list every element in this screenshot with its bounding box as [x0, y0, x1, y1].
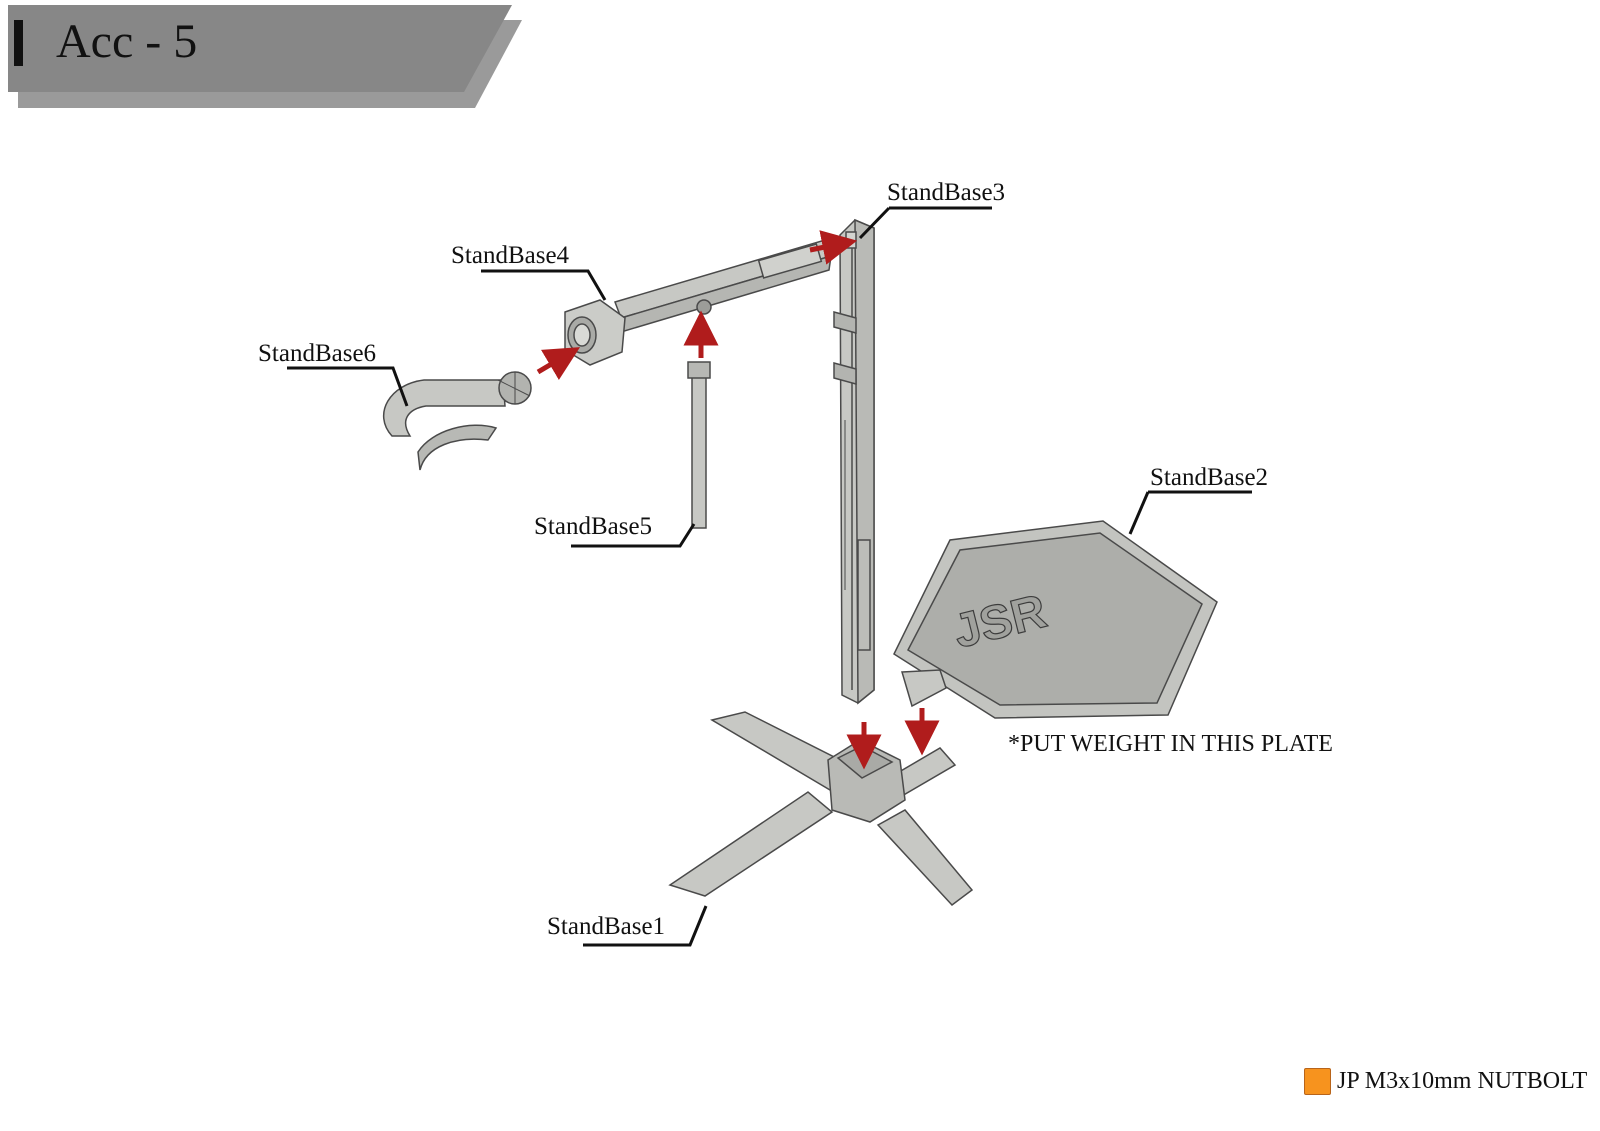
- standbase6-clamp: [382, 371, 532, 471]
- label-standbase1: StandBase1: [547, 913, 666, 940]
- label-standbase4: StandBase4: [451, 242, 570, 269]
- header-banner: [8, 5, 522, 108]
- label-standbase5: StandBase5: [534, 513, 653, 540]
- assembly-arrows: [536, 230, 940, 770]
- plate-weight-note: *PUT WEIGHT IN THIS PLATE: [1008, 731, 1333, 757]
- standbase1-base: [668, 711, 974, 907]
- leader-lines: [287, 206, 1252, 947]
- arrow-standbase6-to-4: [536, 347, 581, 380]
- page-title: Acc - 5: [56, 15, 198, 68]
- label-standbase3: StandBase3: [887, 179, 1006, 206]
- legend: JP M3x10mm NUTBOLT: [1304, 1068, 1587, 1095]
- standbase4-arm: [564, 239, 832, 366]
- standbase5-rod: [687, 361, 711, 529]
- legend-label: JP M3x10mm NUTBOLT: [1337, 1068, 1588, 1094]
- standbase2-plate: JSR: [893, 520, 1218, 719]
- standbase3-pole: [833, 218, 875, 705]
- label-standbase6: StandBase6: [258, 340, 377, 367]
- label-standbase2: StandBase2: [1150, 464, 1269, 491]
- arrow-standbase4-to-3: [809, 230, 858, 265]
- legend-swatch-orange: [1304, 1068, 1331, 1095]
